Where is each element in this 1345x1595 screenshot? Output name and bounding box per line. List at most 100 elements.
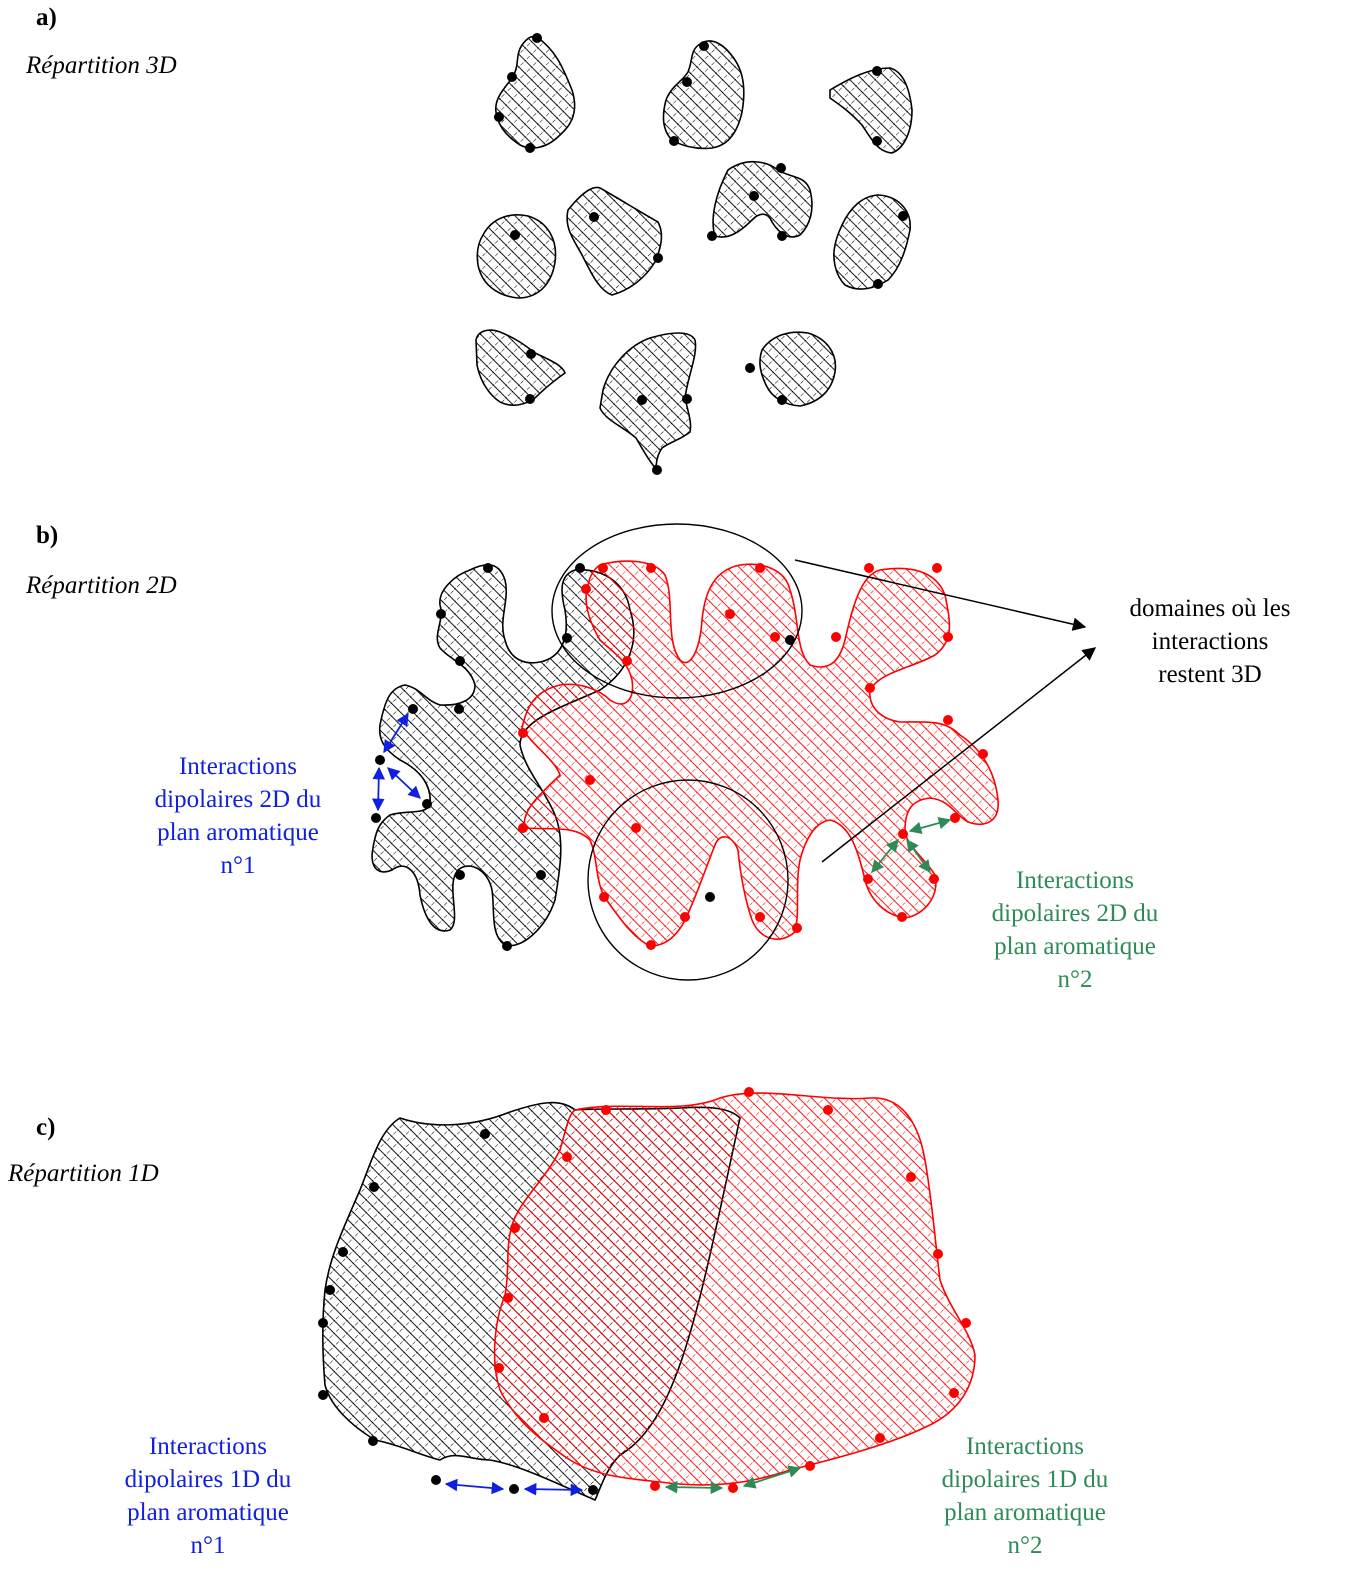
dipole-dot	[562, 1152, 572, 1162]
dipole-dot	[906, 1172, 916, 1182]
dipole-dot	[525, 394, 535, 404]
caption-line: plan aromatique	[118, 816, 358, 849]
panel-a-blobs	[476, 36, 912, 470]
dipole-dot	[518, 728, 528, 738]
dipole-dot	[864, 563, 874, 573]
dipole-dot	[777, 395, 787, 405]
dipole-dot	[338, 1247, 348, 1257]
dipole-dot	[650, 1481, 660, 1491]
dipole-dot	[588, 1485, 598, 1495]
dipole-dot	[431, 1475, 441, 1485]
dipole-dot	[599, 892, 609, 902]
caption-line: Interactions	[955, 864, 1195, 897]
caption-plane1-2d: Interactions dipolaires 2D du plan aroma…	[118, 750, 358, 882]
dipole-dot	[949, 1388, 959, 1398]
dipole-dot	[745, 363, 755, 373]
dipole-dot	[770, 632, 780, 642]
dipole-dot	[494, 1363, 504, 1373]
molecule-blob	[477, 215, 555, 298]
dipole-dot	[510, 1223, 520, 1233]
molecule-blob	[476, 330, 565, 405]
dipole-dot	[562, 633, 572, 643]
dipole-dot	[455, 656, 465, 666]
dipole-dot	[455, 870, 465, 880]
dipole-dot	[536, 870, 546, 880]
dipole-dot	[755, 912, 765, 922]
dipole-dot	[318, 1318, 328, 1328]
caption-line: plan aromatique	[88, 1496, 328, 1529]
dipole-dot	[943, 715, 953, 725]
dipole-dot	[699, 41, 709, 51]
dipole-dot	[777, 231, 787, 241]
dipole-dot	[422, 799, 432, 809]
caption-line: restent 3D	[1090, 658, 1330, 691]
dipole-dot	[950, 813, 960, 823]
plane-2-large-outline	[495, 1093, 975, 1485]
caption-line: n°2	[955, 963, 1195, 996]
dipole-dot	[622, 656, 632, 666]
dipole-dot	[581, 584, 591, 594]
dipole-dot	[744, 1087, 754, 1097]
dipole-dot	[525, 143, 535, 153]
dipole-dot	[898, 829, 908, 839]
caption-line: dipolaires 2D du	[118, 783, 358, 816]
dipole-dot	[371, 813, 381, 823]
dipole-dot	[749, 191, 759, 201]
dipole-dot	[943, 632, 953, 642]
caption-line: domaines où les	[1090, 592, 1330, 625]
dipole-dot	[863, 874, 873, 884]
dipole-dot	[637, 395, 647, 405]
caption-line: n°1	[88, 1529, 328, 1562]
caption-plane1-1d: Interactions dipolaires 1D du plan aroma…	[88, 1430, 328, 1562]
dipole-dot	[518, 823, 528, 833]
caption-line: Interactions	[905, 1430, 1145, 1463]
molecule-blob	[600, 333, 696, 470]
dipole-dot	[502, 941, 512, 951]
dipole-dot	[707, 231, 717, 241]
dipole-dot	[653, 253, 663, 263]
dipole-dot	[932, 563, 942, 573]
molecule-blob	[713, 162, 812, 237]
dipole-dot	[728, 1483, 738, 1493]
molecule-blob	[760, 332, 836, 406]
dipole-dot	[652, 465, 662, 475]
dipole-dot	[872, 66, 882, 76]
caption-line: n°1	[118, 849, 358, 882]
molecule-blob	[496, 36, 575, 148]
dipole-dot	[585, 775, 595, 785]
dipole-dot	[875, 1433, 885, 1443]
dipole-dot	[631, 823, 641, 833]
dipole-dot	[805, 1461, 815, 1471]
caption-3d-domains: domaines où les interactions restent 3D	[1090, 592, 1330, 691]
dipole-dot	[575, 563, 585, 573]
dipole-dot	[776, 163, 786, 173]
dipole-dot	[978, 749, 988, 759]
dipole-dot	[526, 349, 536, 359]
dipole-dot	[503, 1293, 513, 1303]
plane-2-outline	[522, 561, 998, 945]
caption-line: dipolaires 1D du	[905, 1463, 1145, 1496]
dipole-dot	[831, 632, 841, 642]
dipole-dot	[646, 940, 656, 950]
caption-line: n°2	[905, 1529, 1145, 1562]
dipole-dot	[669, 136, 679, 146]
dipole-dot	[872, 136, 882, 146]
dipole-dot	[680, 912, 690, 922]
dipole-dot	[408, 704, 418, 714]
caption-line: dipolaires 1D du	[88, 1463, 328, 1496]
caption-line: dipolaires 2D du	[955, 897, 1195, 930]
dipole-dot	[865, 683, 875, 693]
dipole-dot	[539, 1413, 549, 1423]
dipole-dot	[898, 211, 908, 221]
dipole-dot	[483, 563, 493, 573]
dipole-dot	[873, 279, 883, 289]
dipole-dot	[589, 212, 599, 222]
caption-line: plan aromatique	[955, 930, 1195, 963]
caption-line: Interactions	[88, 1430, 328, 1463]
dipole-dot	[897, 912, 907, 922]
caption-line: interactions	[1090, 625, 1330, 658]
dipole-dot	[532, 33, 542, 43]
dipole-dot	[725, 609, 735, 619]
dipole-dot	[598, 563, 608, 573]
dipole-dot	[369, 1182, 379, 1192]
